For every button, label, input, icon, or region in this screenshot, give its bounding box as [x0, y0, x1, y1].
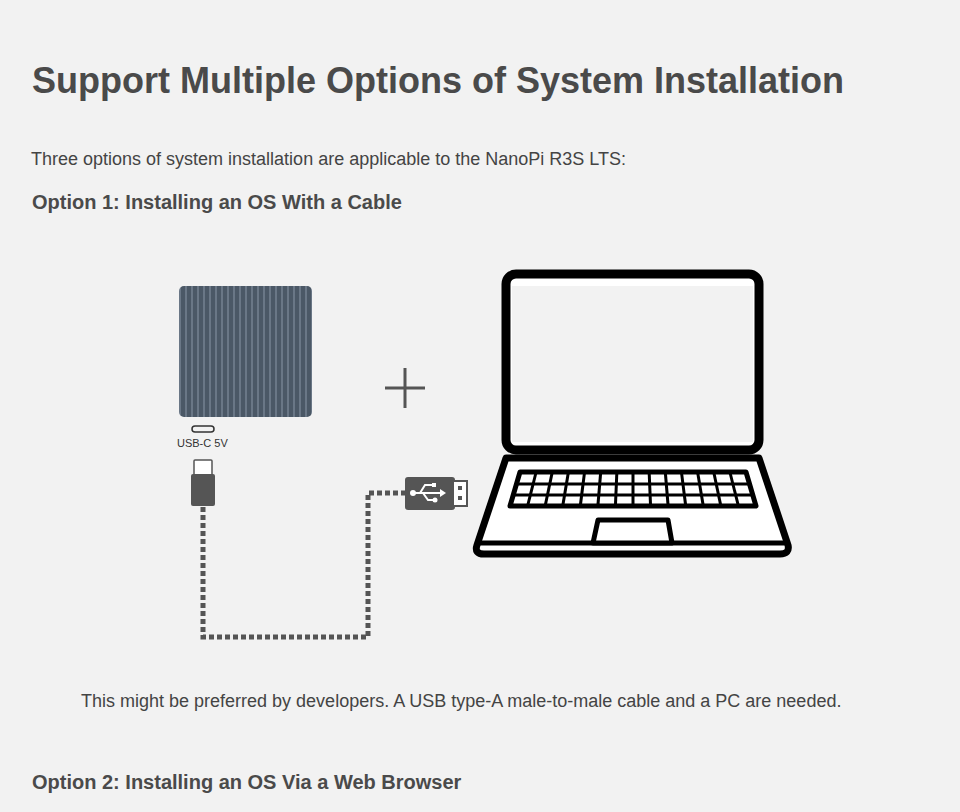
device-housing [179, 286, 312, 417]
intro-text: Three options of system installation are… [31, 149, 626, 170]
cable [203, 493, 405, 637]
plus-sign [385, 368, 425, 408]
page-title: Support Multiple Options of System Insta… [32, 60, 844, 102]
usb-c-port [192, 426, 214, 432]
port-label: USB-C 5V [177, 437, 228, 449]
laptop [476, 274, 788, 554]
usb-a-plug [405, 477, 467, 510]
option-heading: Option 1: Installing an OS With a Cable [32, 191, 402, 214]
option-heading: Option 2: Installing an OS Via a Web Bro… [32, 771, 461, 794]
usb-c-plug [191, 460, 215, 506]
caption-text: This might be preferred by developers. A… [81, 691, 841, 712]
